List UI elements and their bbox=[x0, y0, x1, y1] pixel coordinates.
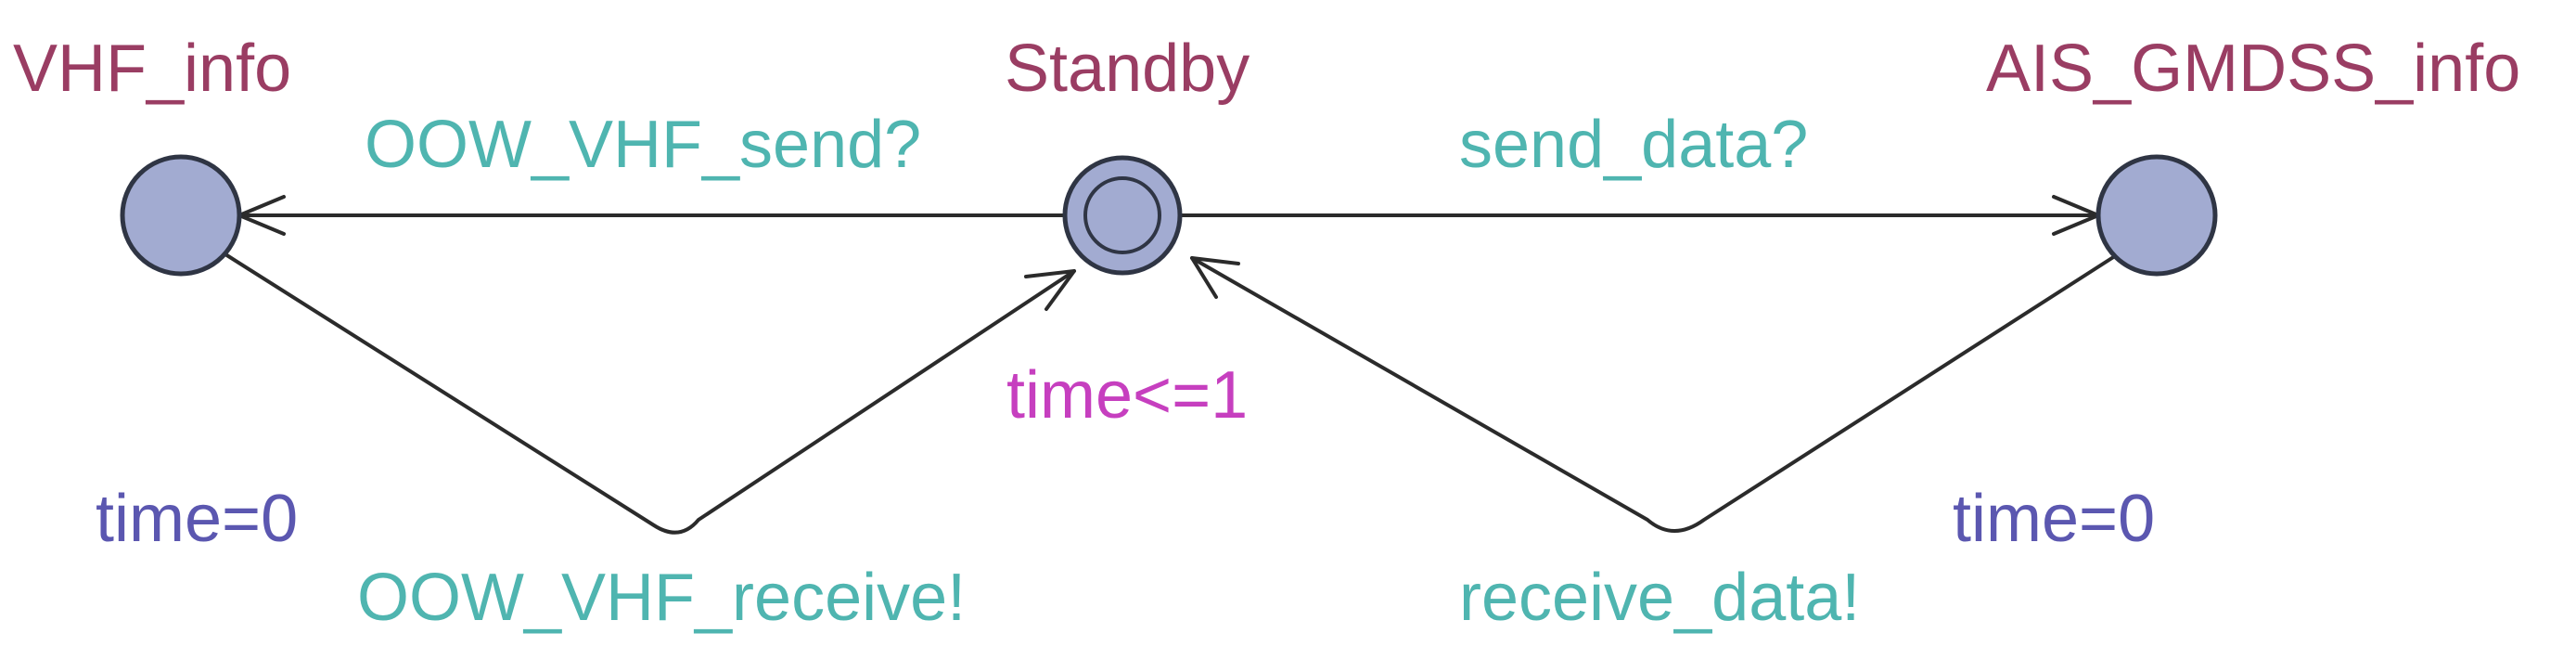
edge-ais-gmdss-info-to-standby-arrowhead bbox=[1190, 256, 1240, 299]
invariant-standby: time<=1 bbox=[1006, 358, 1248, 433]
location-name-standby: Standby bbox=[1005, 32, 1250, 106]
location-standby[interactable] bbox=[1062, 155, 1183, 276]
location-name-ais-gmdss-info: AIS_GMDSS_info bbox=[1986, 32, 2520, 106]
location-name-vhf-info: VHF_info bbox=[13, 32, 291, 106]
sync-label-oow-vhf-receive: OOW_VHF_receive! bbox=[357, 561, 966, 635]
locations bbox=[120, 154, 2218, 277]
initial-location-marker bbox=[1083, 176, 1161, 254]
sync-label-oow-vhf-send: OOW_VHF_send? bbox=[365, 108, 921, 182]
location-ais-gmdss-info[interactable] bbox=[2095, 154, 2218, 277]
update-labels: time=0 time=0 bbox=[96, 482, 2155, 556]
sync-label-receive-data: receive_data! bbox=[1459, 561, 1860, 635]
location-vhf-info[interactable] bbox=[120, 154, 242, 277]
edges bbox=[224, 195, 2120, 535]
edge-vhf-info-to-standby[interactable] bbox=[224, 252, 1076, 535]
location-names: VHF_info Standby AIS_GMDSS_info bbox=[13, 32, 2520, 106]
synchronisation-labels: OOW_VHF_send? send_data? OOW_VHF_receive… bbox=[357, 108, 1860, 635]
update-label-ais-edge: time=0 bbox=[1953, 482, 2155, 556]
update-label-vhf-edge: time=0 bbox=[96, 482, 298, 556]
edge-ais-gmdss-info-to-standby[interactable] bbox=[1190, 252, 2120, 533]
sync-label-send-data: send_data? bbox=[1459, 108, 1808, 182]
edge-vhf-info-to-standby-arrowhead bbox=[1024, 269, 1076, 311]
